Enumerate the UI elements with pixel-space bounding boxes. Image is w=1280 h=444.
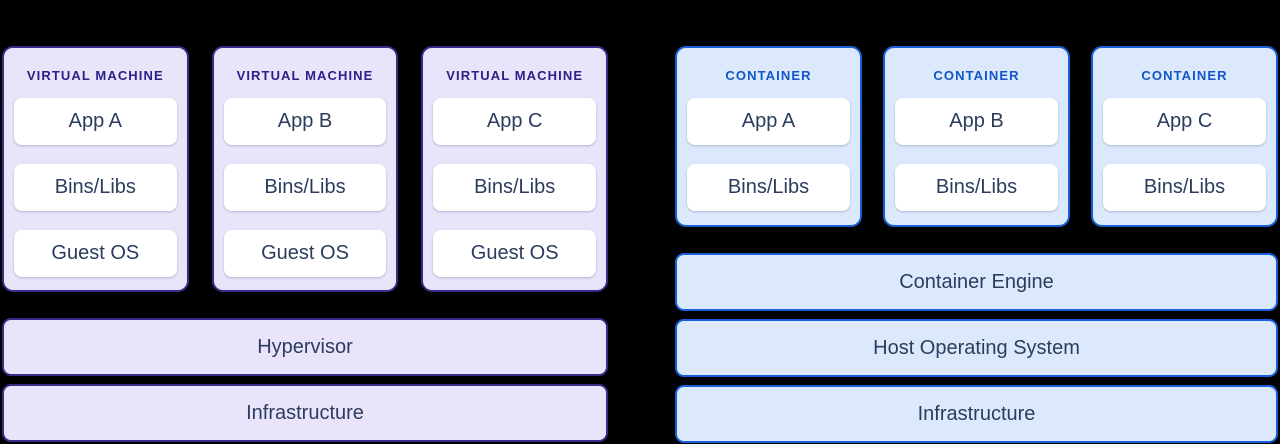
container-card-3-layer-binslibs: Bins/Libs: [1103, 164, 1266, 211]
container-card-2: CONTAINER App B Bins/Libs: [883, 46, 1070, 227]
container-stack-section: CONTAINER App A Bins/Libs CONTAINER App …: [675, 46, 1278, 443]
container-engine-bar: Container Engine: [675, 253, 1278, 311]
host-os-bar: Host Operating System: [675, 319, 1278, 377]
container-card-1-layer-app: App A: [687, 98, 850, 145]
container-card-1: CONTAINER App A Bins/Libs: [675, 46, 862, 227]
container-cards-row: CONTAINER App A Bins/Libs CONTAINER App …: [675, 46, 1278, 227]
vm-card-2-layer-guestos: Guest OS: [223, 230, 387, 277]
vm-card-3-title: VIRTUAL MACHINE: [446, 68, 584, 83]
vm-card-2: VIRTUAL MACHINE App B Bins/Libs Guest OS: [211, 46, 399, 292]
container-card-1-title: CONTAINER: [725, 68, 812, 83]
container-card-2-layer-binslibs: Bins/Libs: [895, 164, 1058, 211]
hypervisor-bar: Hypervisor: [2, 318, 608, 376]
vm-card-1-layer-guestos: Guest OS: [14, 230, 177, 277]
vm-card-2-layer-binslibs: Bins/Libs: [223, 164, 387, 211]
vm-card-3-layer-app: App C: [433, 98, 597, 145]
container-infrastructure-bar: Infrastructure: [675, 385, 1278, 443]
vm-card-1-title: VIRTUAL MACHINE: [26, 68, 164, 83]
container-card-2-layer-app: App B: [895, 98, 1058, 145]
vm-card-3: VIRTUAL MACHINE App C Bins/Libs Guest OS: [421, 46, 609, 292]
vm-card-1-layer-binslibs: Bins/Libs: [14, 164, 177, 211]
vm-cards-row: VIRTUAL MACHINE App A Bins/Libs Guest OS…: [2, 46, 609, 292]
vm-card-1: VIRTUAL MACHINE App A Bins/Libs Guest OS: [2, 46, 189, 292]
container-card-2-title: CONTAINER: [933, 68, 1020, 83]
container-card-3: CONTAINER App C Bins/Libs: [1091, 46, 1278, 227]
vm-card-3-layer-binslibs: Bins/Libs: [433, 164, 597, 211]
vm-infrastructure-bar: Infrastructure: [2, 384, 608, 442]
vm-stack-section: VIRTUAL MACHINE App A Bins/Libs Guest OS…: [2, 46, 609, 442]
container-card-3-title: CONTAINER: [1141, 68, 1228, 83]
container-card-3-layer-app: App C: [1103, 98, 1266, 145]
vm-card-3-layer-guestos: Guest OS: [433, 230, 597, 277]
vm-card-2-layer-app: App B: [223, 98, 387, 145]
vm-card-1-layer-app: App A: [14, 98, 177, 145]
container-card-1-layer-binslibs: Bins/Libs: [687, 164, 850, 211]
vm-card-2-title: VIRTUAL MACHINE: [236, 68, 374, 83]
